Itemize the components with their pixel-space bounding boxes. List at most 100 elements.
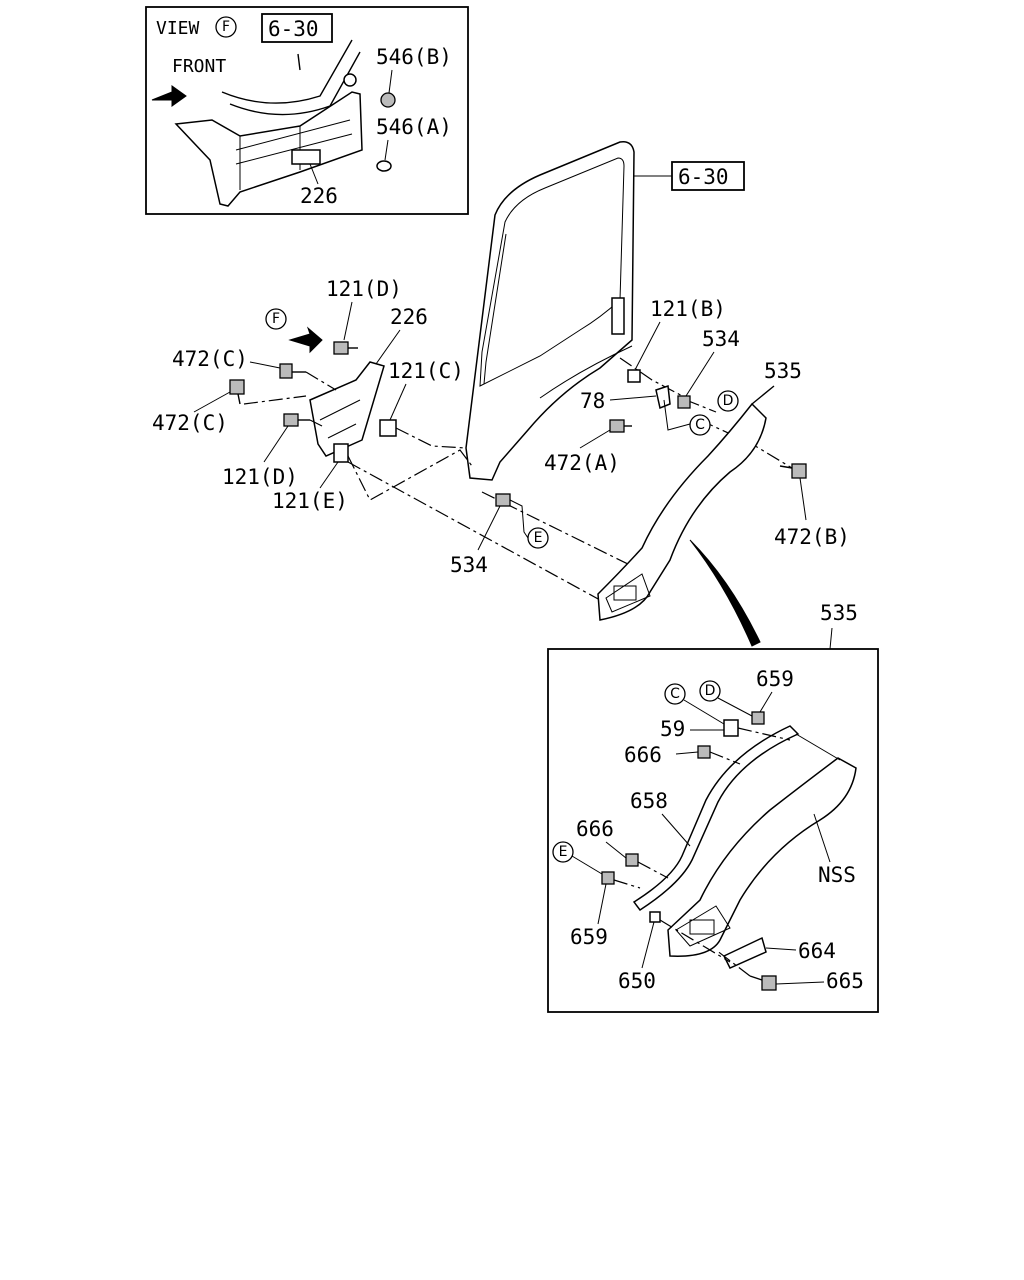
clip-121e bbox=[333, 443, 349, 463]
callout-d-main-text: D bbox=[723, 393, 734, 409]
dash-534-top bbox=[685, 399, 717, 413]
label-59: 59 bbox=[660, 717, 685, 741]
detail-pointer bbox=[689, 539, 761, 647]
clip-121c bbox=[379, 419, 397, 437]
label-534-top: 534 bbox=[702, 327, 740, 351]
callout-e-detail bbox=[552, 841, 574, 863]
front-label: FRONT bbox=[172, 56, 226, 77]
grommet-546a bbox=[376, 160, 392, 172]
view-arrow-icon bbox=[288, 326, 323, 354]
leader-535 bbox=[751, 385, 775, 405]
bolt-472b bbox=[779, 463, 807, 479]
view-ref: 6-30 bbox=[268, 17, 319, 41]
leader-665 bbox=[775, 981, 825, 985]
label-121c: 121(C) bbox=[388, 359, 464, 383]
view-marker: F bbox=[272, 311, 280, 327]
leader-121d-bot bbox=[263, 425, 289, 463]
detail-dash-666a bbox=[709, 751, 741, 765]
label-226-view: 226 bbox=[300, 184, 338, 208]
label-659-top: 659 bbox=[756, 667, 794, 691]
leader-e-detail bbox=[571, 855, 603, 875]
bolt-534-bot bbox=[495, 493, 511, 507]
dash-121e bbox=[347, 449, 473, 501]
label-472a: 472(A) bbox=[544, 451, 620, 475]
bracket-78 bbox=[655, 384, 671, 410]
label-534-bot: 534 bbox=[450, 553, 488, 577]
cab-edge-inner bbox=[229, 51, 361, 116]
label-535: 535 bbox=[764, 359, 802, 383]
bracket-detail bbox=[235, 119, 353, 190]
dash-121d bbox=[309, 419, 323, 427]
callout-d-main bbox=[717, 390, 739, 412]
label-121b: 121(B) bbox=[650, 297, 726, 321]
screw-659-top bbox=[751, 711, 765, 725]
label-658: 658 bbox=[630, 789, 668, 813]
label-78: 78 bbox=[580, 389, 605, 413]
leader-666-b bbox=[605, 841, 627, 859]
fender-step bbox=[605, 573, 651, 613]
callout-c-main-text: C bbox=[695, 417, 705, 433]
view-marker-circle bbox=[265, 308, 287, 330]
main-ref: 6-30 bbox=[678, 165, 729, 189]
leader-d-detail bbox=[717, 697, 753, 717]
bolt-534-top bbox=[677, 395, 691, 409]
callout-c-main bbox=[689, 414, 711, 436]
leader-226 bbox=[375, 329, 401, 365]
callout-e-detail-text: E bbox=[559, 844, 568, 860]
screw-666-b bbox=[625, 853, 639, 867]
leader-121b bbox=[635, 321, 661, 369]
label-666-b: 666 bbox=[576, 817, 614, 841]
reflector-664 bbox=[722, 936, 767, 969]
leader-659-top bbox=[759, 691, 773, 713]
callout-c-detail bbox=[664, 683, 686, 705]
view-letter: F bbox=[222, 19, 230, 35]
detail-title: 535 bbox=[820, 601, 858, 625]
label-546a: 546(A) bbox=[376, 115, 452, 139]
step-bracket bbox=[309, 361, 385, 457]
label-665: 665 bbox=[826, 969, 864, 993]
detail-fender bbox=[667, 757, 857, 957]
leader-659-bot bbox=[597, 883, 607, 925]
trim-658 bbox=[632, 725, 800, 912]
dash-to-step bbox=[347, 461, 601, 601]
detail-frame bbox=[547, 648, 879, 1013]
view-letter-circle bbox=[215, 16, 237, 38]
label-659-bot: 659 bbox=[570, 925, 608, 949]
leader-121e bbox=[319, 461, 339, 489]
leader-226-view bbox=[309, 163, 319, 185]
nut-650 bbox=[649, 911, 661, 923]
leader-658 bbox=[661, 813, 691, 847]
callout-e-main-text: E bbox=[534, 530, 543, 546]
bolt-121d-top bbox=[333, 341, 358, 355]
view-f-frame bbox=[145, 6, 469, 215]
leader-534-bot bbox=[477, 505, 501, 551]
detail-dash-650 bbox=[659, 919, 731, 963]
leader-78 bbox=[609, 395, 657, 401]
bolt-472c-b bbox=[229, 379, 245, 405]
label-666-a: 666 bbox=[624, 743, 662, 767]
grommet-hole bbox=[343, 73, 357, 87]
label-472c-b: 472(C) bbox=[152, 411, 228, 435]
label-472b: 472(B) bbox=[774, 525, 850, 549]
leader-472c-a bbox=[249, 361, 281, 369]
screw-665 bbox=[749, 975, 777, 991]
leader-664 bbox=[765, 947, 797, 951]
view-f-inset: VIEW F 6-30 FRONT 546(B) 546(A) 226 bbox=[145, 6, 469, 215]
screw-666-a bbox=[697, 745, 711, 759]
leader-121c bbox=[389, 383, 407, 421]
detail-dash-659b bbox=[613, 879, 641, 889]
main-assembly: 6-30 F bbox=[152, 140, 850, 647]
detail-dash-59 bbox=[737, 727, 791, 741]
cab-edge bbox=[221, 39, 353, 104]
trim-link-top bbox=[795, 733, 841, 761]
label-121d-top: 121(D) bbox=[326, 277, 402, 301]
step-slot bbox=[291, 149, 321, 165]
label-650: 650 bbox=[618, 969, 656, 993]
detail-dash-665 bbox=[715, 949, 751, 977]
bolt-121d-bot bbox=[283, 413, 310, 427]
door-sill-line bbox=[539, 345, 633, 399]
dash-121b bbox=[619, 357, 691, 401]
front-arrow-icon bbox=[151, 85, 187, 107]
screw-659-bot bbox=[601, 871, 615, 885]
